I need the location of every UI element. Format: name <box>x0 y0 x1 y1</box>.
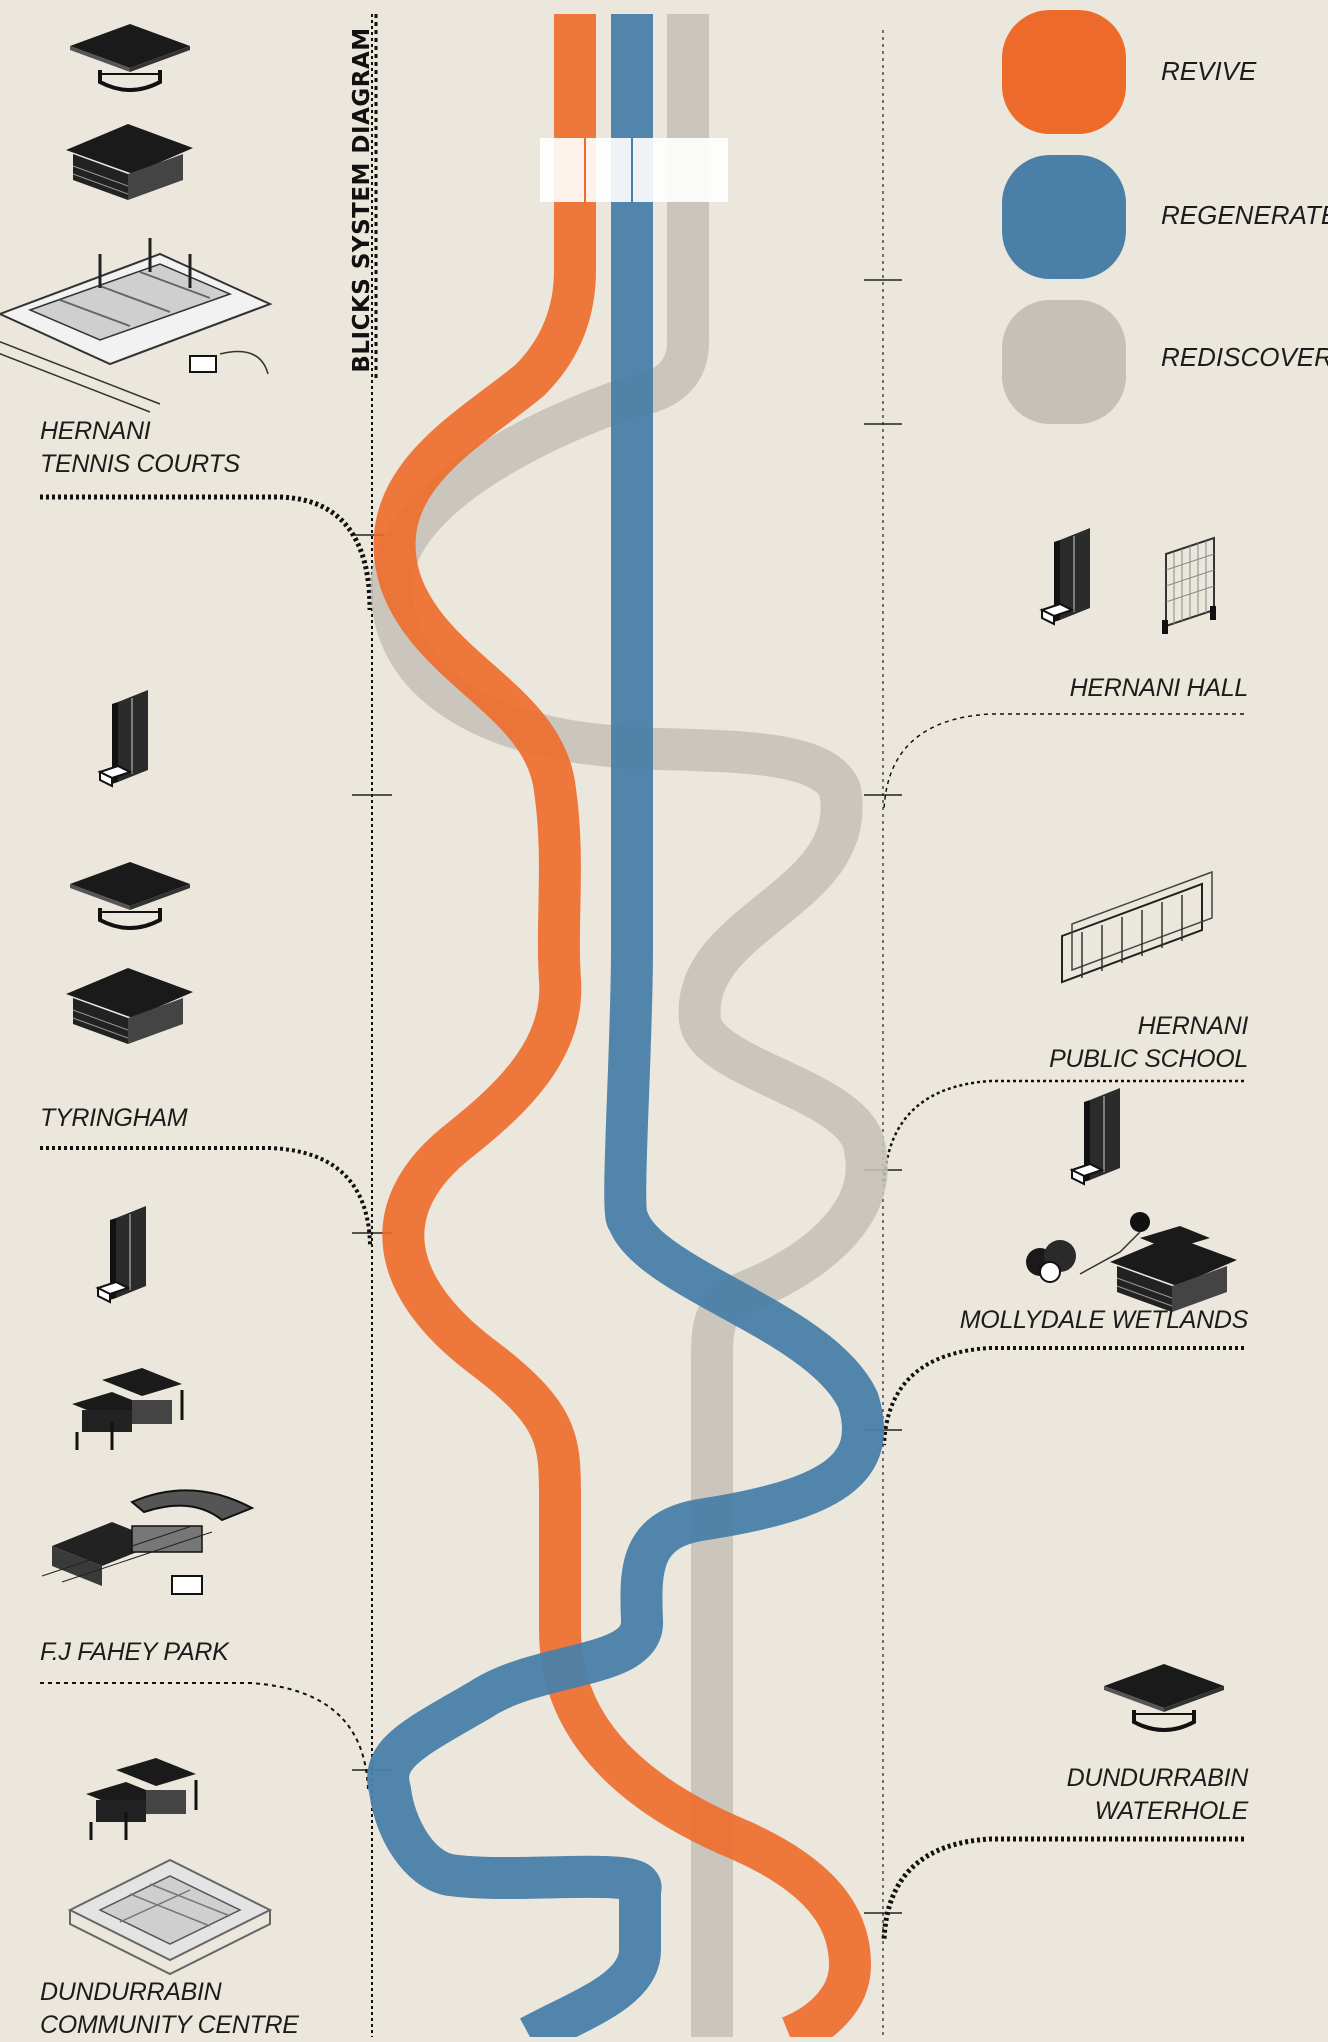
shelter-icon <box>68 22 192 92</box>
site-label-hernani-hall: HERNANI HALL <box>1069 674 1249 702</box>
site-label-fj-fahey-park: F.J FAHEY PARK <box>40 1638 229 1666</box>
fence-screen-icon <box>1061 871 1213 983</box>
pavilion-icon <box>70 1366 184 1452</box>
building-complex-icon <box>41 1489 253 1595</box>
shelter-icon <box>1109 1235 1238 1313</box>
legend-rediscover-label: REDISCOVER <box>1161 342 1328 372</box>
leader-hernani-hall <box>883 713 1244 811</box>
legend-revive-label: REVIVE <box>1161 56 1257 86</box>
site-label-mollydale-wetlands: MOLLYDALE WETLANDS <box>959 1306 1249 1334</box>
legend-regenerate-swatch <box>1002 155 1126 279</box>
legend-rediscover-swatch <box>1002 300 1126 424</box>
panel-icon <box>99 689 149 787</box>
shelter-icon <box>68 860 192 930</box>
diagram-title: BLICKS SYSTEM DIAGRAM <box>349 27 375 373</box>
legend-revive-swatch <box>1002 10 1126 134</box>
leader-fahey-park <box>40 1682 369 1791</box>
leader-hernani-school <box>882 1079 1244 1186</box>
legend-regenerate-label: REGENERATE <box>1161 200 1328 230</box>
revive-stream <box>373 14 872 2037</box>
frame-icon <box>1161 537 1217 635</box>
pavilion-icon <box>84 1756 198 1842</box>
panel-icon <box>1041 527 1091 625</box>
building-plan-icon <box>69 1859 271 1975</box>
leader-waterhole <box>881 1836 1244 1941</box>
tennis-court-plan-icon <box>0 236 272 414</box>
shelter-icon <box>1102 1662 1226 1732</box>
panel-icon <box>1071 1087 1121 1185</box>
rediscover-stream <box>370 14 888 2037</box>
panel-icon <box>97 1205 147 1303</box>
shelter-icon <box>65 123 194 201</box>
leader-mollydale <box>882 1346 1244 1446</box>
regenerate-stream <box>367 14 884 2037</box>
leader-tyringham <box>40 1146 372 1246</box>
site-label-tyringham: TYRINGHAM <box>40 1104 188 1132</box>
shelter-icon <box>65 967 194 1045</box>
leader-hernani-tennis <box>40 494 373 611</box>
stream-highlight <box>540 138 728 202</box>
